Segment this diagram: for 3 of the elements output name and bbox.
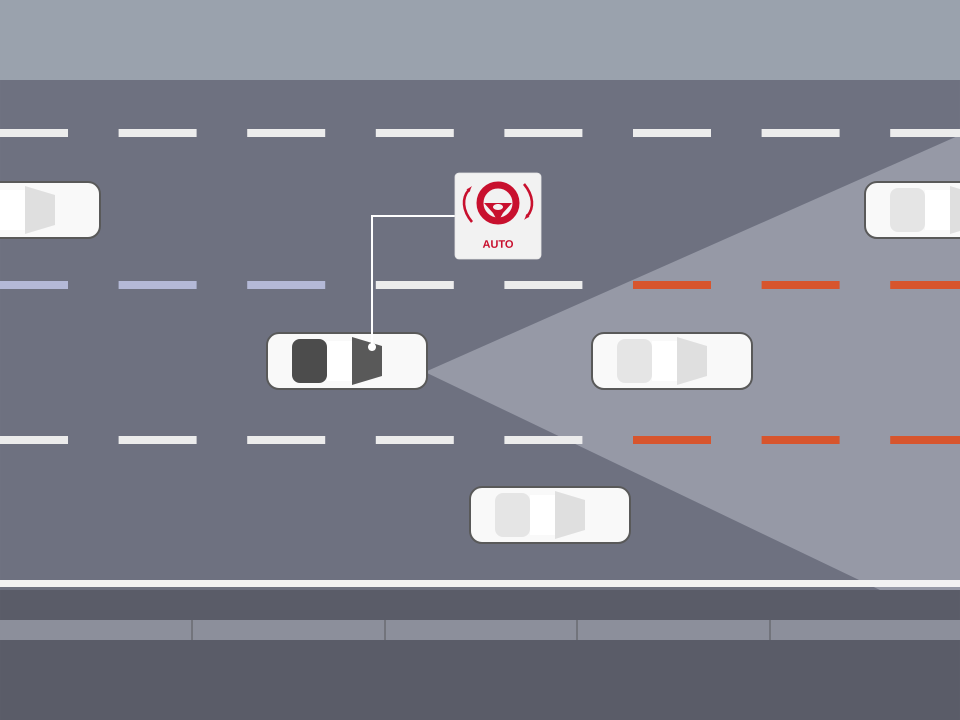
leader-line	[368, 215, 455, 351]
ego-car-drawing	[266, 332, 428, 390]
auto-steering-sign: AUTO	[454, 172, 542, 260]
